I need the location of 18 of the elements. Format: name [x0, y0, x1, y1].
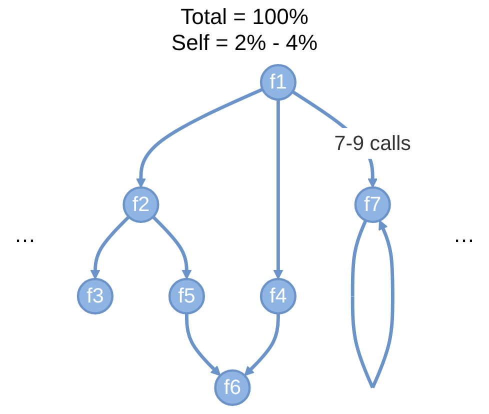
node-circle: f1	[260, 64, 296, 101]
annotation-text: Total = 100%	[180, 4, 308, 30]
annotation-text: Self = 2% - 4%	[171, 30, 318, 56]
node-circle: f6	[214, 369, 251, 406]
node-circle: f4	[260, 278, 296, 314]
node-circle: f7	[354, 186, 391, 223]
node-circle: f2	[122, 186, 160, 223]
arrow	[244, 313, 280, 376]
ellipsis-text: …	[452, 222, 476, 248]
arrow	[184, 313, 221, 376]
node-circle: f3	[76, 278, 114, 314]
arrow	[273, 99, 284, 280]
node-circle: f5	[168, 278, 205, 314]
edge-label: 7-9 calls	[334, 131, 411, 154]
arrow	[136, 88, 264, 188]
arrow	[90, 216, 130, 280]
arrow	[152, 216, 192, 280]
ellipsis-text: …	[13, 222, 37, 248]
